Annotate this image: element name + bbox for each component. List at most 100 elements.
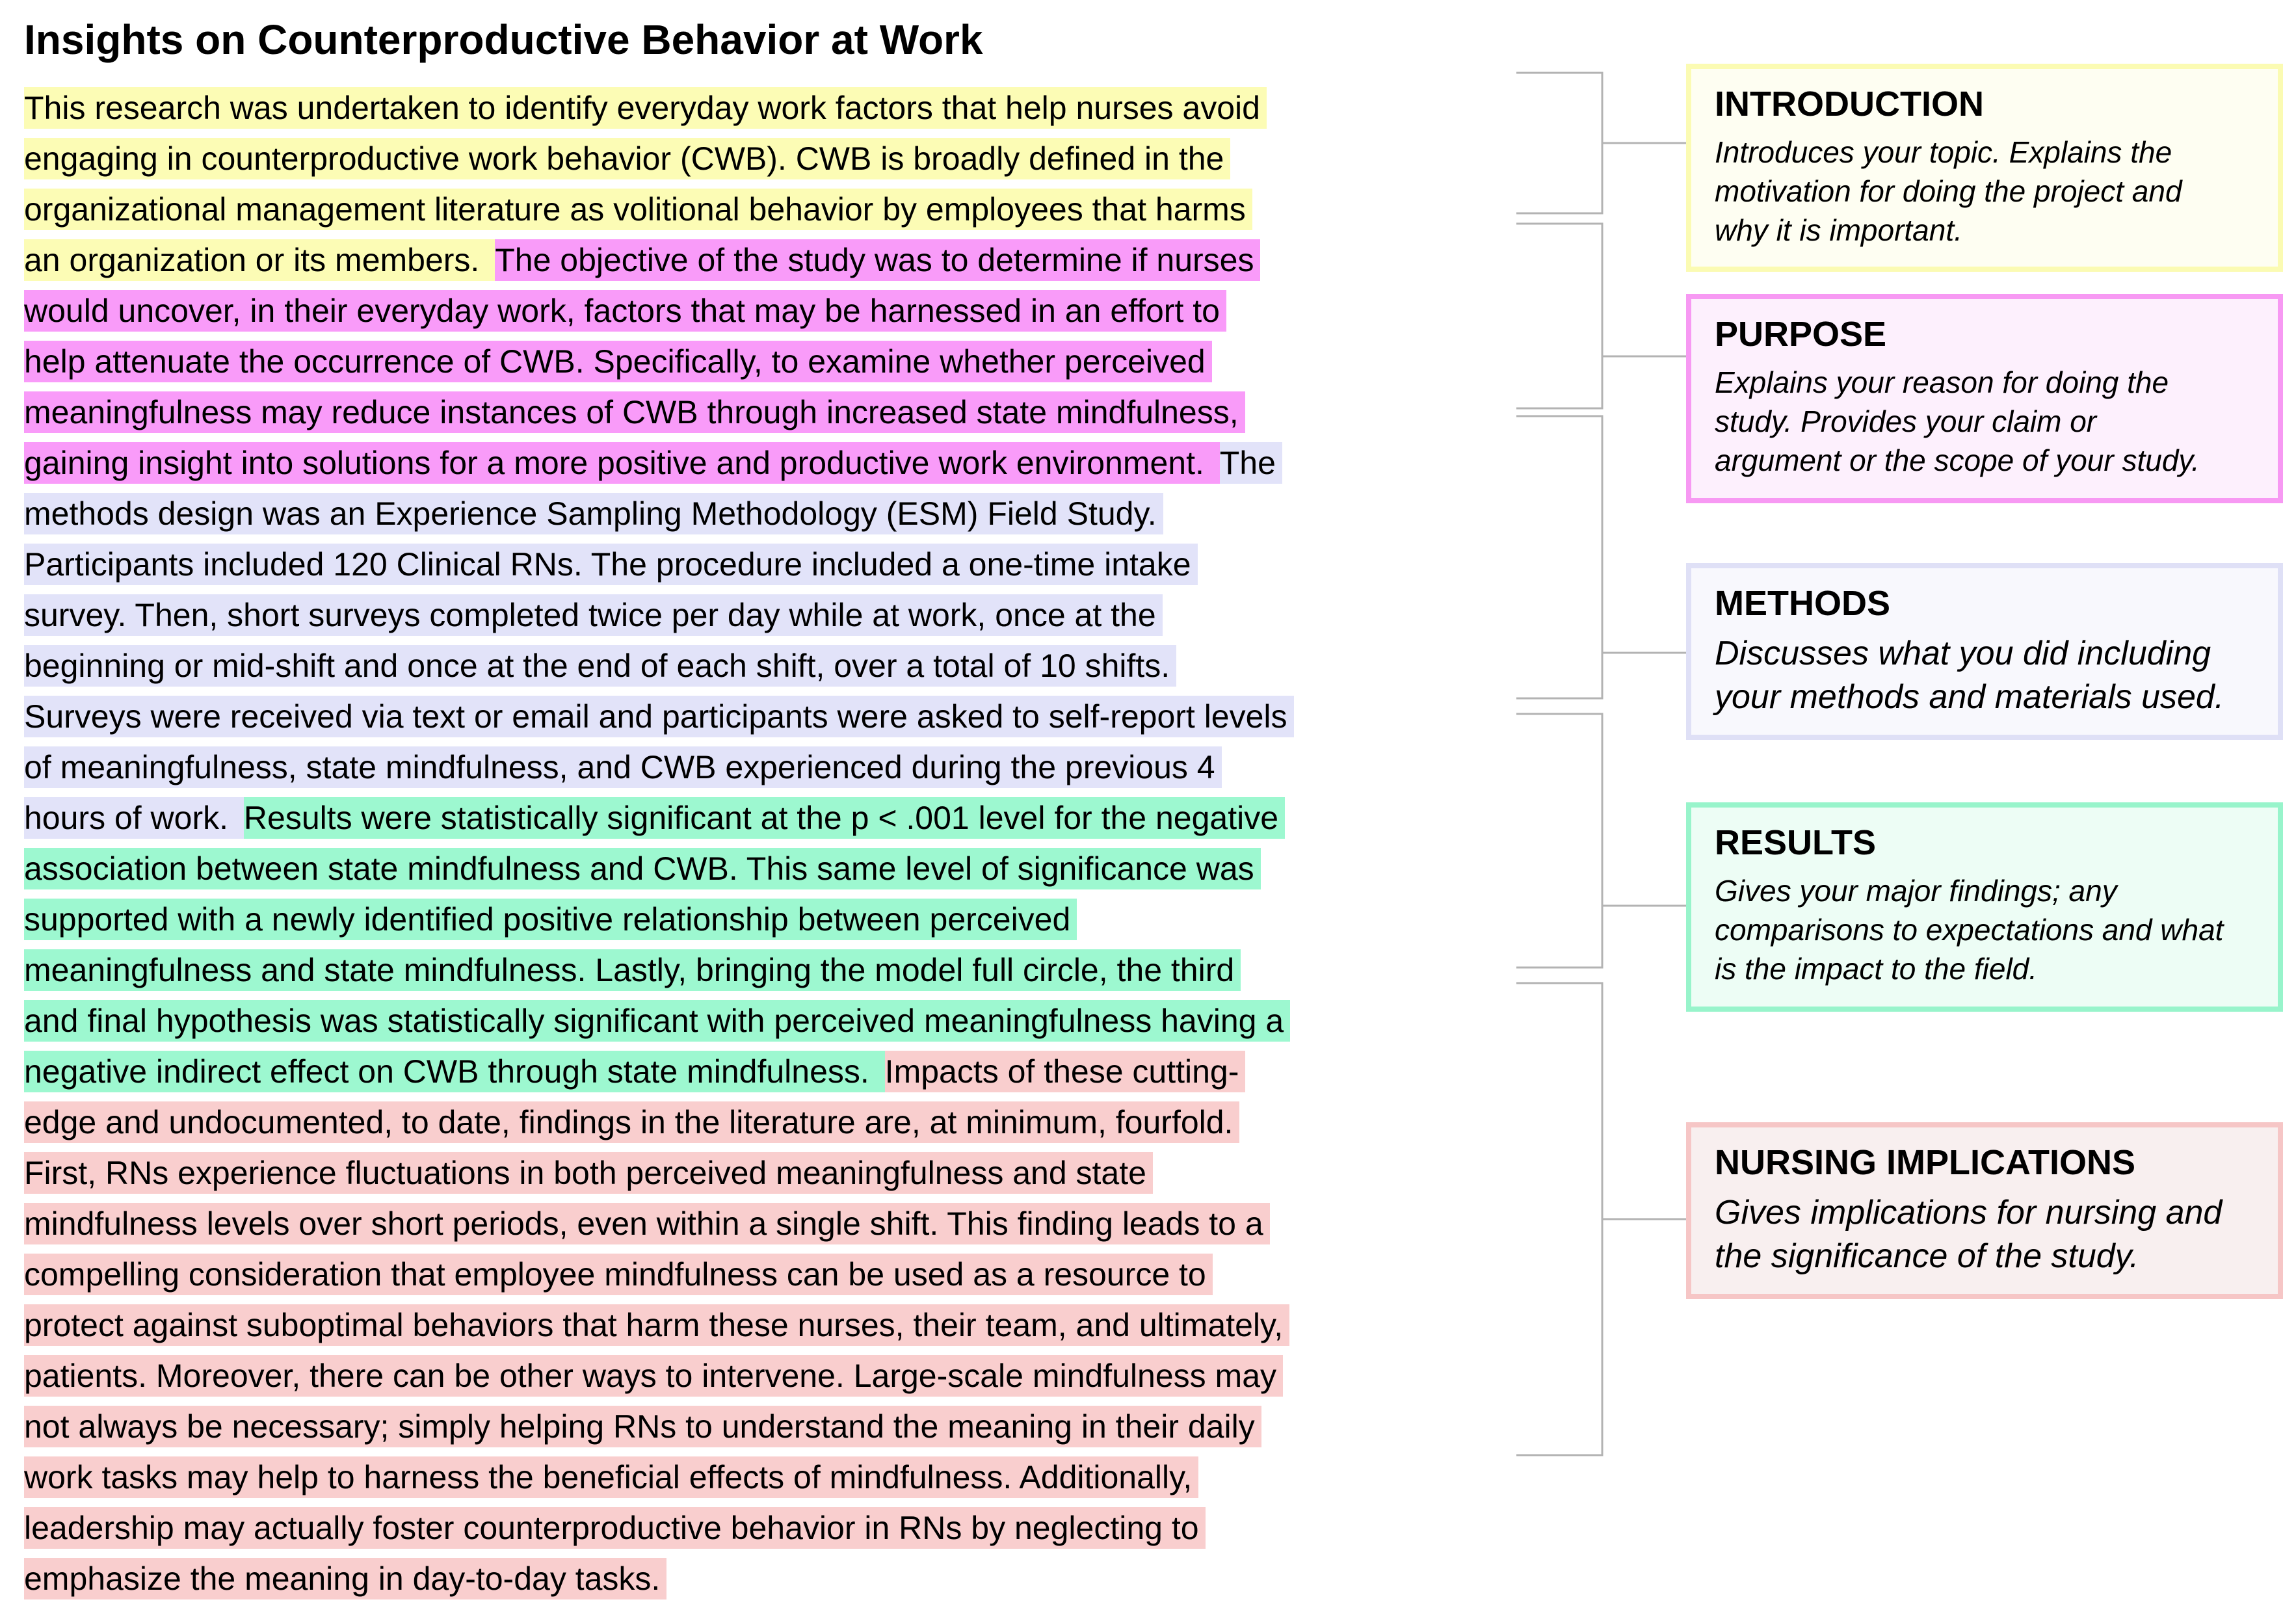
abstract-line: work tasks may help to harness the benef… [24,1452,1468,1503]
results-description: Gives your major findings; any compariso… [1715,871,2260,988]
highlight-nursing: leadership may actually foster counterpr… [24,1507,1206,1549]
highlight-purpose: help attenuate the occurrence of CWB. Sp… [24,341,1212,382]
highlight-results: meaningfulness and state mindfulness. La… [24,949,1241,991]
highlight-methods: of meaningfulness, state mindfulness, an… [24,746,1222,788]
purpose-title: PURPOSE [1715,315,1887,354]
nursing-implications-description-line: the significance of the study. [1715,1237,2139,1275]
introduction-description-line: Introduces your topic. Explains the [1715,135,2172,169]
bracket-nursing-shape [1516,982,1603,1456]
highlight-nursing: work tasks may help to harness the benef… [24,1456,1199,1498]
bracket-introduction-shape [1516,72,1603,215]
abstract-line: compelling consideration that employee m… [24,1249,1468,1300]
nursing-implications-box: NURSING IMPLICATIONS Gives implications … [1686,1122,2283,1299]
methods-title: METHODS [1715,584,1890,623]
abstract-line: gaining insight into solutions for a mor… [24,438,1468,488]
highlight-purpose: meaningfulness may reduce instances of C… [24,391,1245,433]
abstract-line: edge and undocumented, to date, findings… [24,1097,1468,1148]
methods-description: Discusses what you did including your me… [1715,632,2260,719]
highlight-results: association between state mindfulness an… [24,848,1261,889]
purpose-box: PURPOSE Explains your reason for doing t… [1686,294,2283,503]
introduction-title: INTRODUCTION [1715,85,1984,124]
highlight-methods: beginning or mid-shift and once at the e… [24,645,1177,687]
highlight-introduction: This research was undertaken to identify… [24,87,1267,129]
methods-box: METHODS Discusses what you did including… [1686,563,2283,740]
highlight-introduction: an organization or its members. [24,239,495,281]
highlight-nursing: First, RNs experience fluctuations in bo… [24,1152,1153,1194]
highlight-introduction: engaging in counterproductive work behav… [24,138,1231,179]
results-description-line: Gives your major findings; any [1715,874,2117,908]
bracket-nursing [1516,982,1686,1456]
bracket-introduction [1516,72,1686,215]
introduction-description: Introduces your topic. Explains the moti… [1715,133,2260,250]
highlight-results: and final hypothesis was statistically s… [24,1000,1291,1042]
highlight-methods: survey. Then, short surveys completed tw… [24,594,1163,636]
introduction-description-line: why it is important. [1715,213,1962,247]
highlight-introduction: organizational management literature as … [24,189,1252,230]
abstract-line: association between state mindfulness an… [24,843,1468,894]
abstract-line: meaningfulness may reduce instances of C… [24,387,1468,438]
results-title: RESULTS [1715,823,1877,862]
bracket-methods-shape [1516,415,1603,700]
bracket-results-shape [1516,713,1603,969]
abstract-line: survey. Then, short surveys completed tw… [24,590,1468,640]
abstract-line: beginning or mid-shift and once at the e… [24,640,1468,691]
abstract-text: This research was undertaken to identify… [24,83,1468,1604]
highlight-nursing: emphasize the meaning in day-to-day task… [24,1558,667,1599]
abstract-line: supported with a newly identified positi… [24,894,1468,945]
abstract-line: This research was undertaken to identify… [24,83,1468,133]
nursing-implications-description-line: Gives implications for nursing and [1715,1194,2223,1231]
abstract-line: protect against suboptimal behaviors tha… [24,1300,1468,1350]
abstract-line: help attenuate the occurrence of CWB. Sp… [24,336,1468,387]
highlight-methods: The [1219,442,1282,484]
page-title: Insights on Counterproductive Behavior a… [24,16,983,63]
results-description-line: comparisons to expectations and what [1715,913,2224,947]
bracket-purpose [1516,222,1686,410]
introduction-box: INTRODUCTION Introduces your topic. Expl… [1686,64,2283,272]
abstract-line: would uncover, in their everyday work, f… [24,285,1468,336]
highlight-nursing: compelling consideration that employee m… [24,1254,1213,1295]
highlight-methods: methods design was an Experience Samplin… [24,493,1163,534]
highlight-purpose: would uncover, in their everyday work, f… [24,290,1226,332]
abstract-line: not always be necessary; simply helping … [24,1401,1468,1452]
abstract-line: of meaningfulness, state mindfulness, an… [24,742,1468,793]
highlight-methods: Surveys were received via text or email … [24,696,1294,737]
highlight-methods: hours of work. [24,797,244,839]
abstract-line: negative indirect effect on CWB through … [24,1046,1468,1097]
highlight-nursing: protect against suboptimal behaviors tha… [24,1304,1290,1346]
abstract-line: methods design was an Experience Samplin… [24,488,1468,539]
abstract-line: emphasize the meaning in day-to-day task… [24,1553,1468,1604]
results-box: RESULTS Gives your major findings; any c… [1686,802,2283,1012]
abstract-line: an organization or its members. The obje… [24,235,1468,285]
bracket-results [1516,713,1686,969]
highlight-nursing: patients. Moreover, there can be other w… [24,1355,1284,1397]
abstract-line: organizational management literature as … [24,184,1468,235]
methods-description-line: your methods and materials used. [1715,678,2224,716]
purpose-description-line: Explains your reason for doing the [1715,365,2169,399]
methods-description-line: Discusses what you did including [1715,635,2211,672]
bracket-methods [1516,415,1686,700]
abstract-line: and final hypothesis was statistically s… [24,995,1468,1046]
abstract-line: mindfulness levels over short periods, e… [24,1198,1468,1249]
abstract-line: patients. Moreover, there can be other w… [24,1350,1468,1401]
highlight-results: negative indirect effect on CWB through … [24,1051,885,1092]
highlight-nursing: edge and undocumented, to date, findings… [24,1101,1240,1143]
purpose-description: Explains your reason for doing the study… [1715,363,2260,480]
purpose-description-line: argument or the scope of your study. [1715,443,2200,477]
highlight-purpose: gaining insight into solutions for a mor… [24,442,1220,484]
abstract-line: leadership may actually foster counterpr… [24,1503,1468,1553]
bracket-purpose-shape [1516,222,1603,410]
abstract-line: hours of work. Results were statisticall… [24,793,1468,843]
abstract-line: Surveys were received via text or email … [24,691,1468,742]
highlight-results: supported with a newly identified positi… [24,899,1077,940]
nursing-implications-title: NURSING IMPLICATIONS [1715,1143,2135,1182]
highlight-nursing: Impacts of these cutting- [884,1051,1246,1092]
abstract-line: meaningfulness and state mindfulness. La… [24,945,1468,995]
purpose-description-line: study. Provides your claim or [1715,404,2097,438]
highlight-methods: Participants included 120 Clinical RNs. … [24,544,1198,585]
nursing-implications-description: Gives implications for nursing and the s… [1715,1191,2260,1278]
highlight-results: Results were statistically significant a… [243,797,1286,839]
introduction-description-line: motivation for doing the project and [1715,174,2182,208]
abstract-line: engaging in counterproductive work behav… [24,133,1468,184]
abstract-line: Participants included 120 Clinical RNs. … [24,539,1468,590]
